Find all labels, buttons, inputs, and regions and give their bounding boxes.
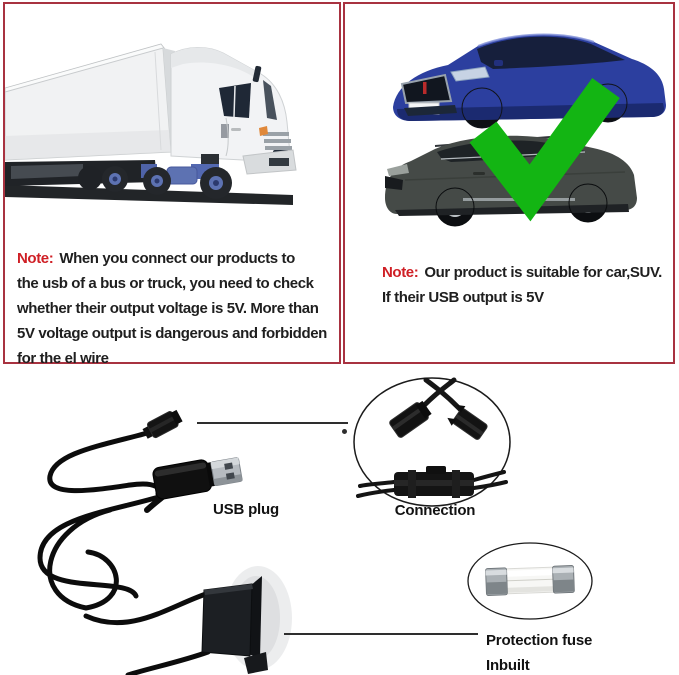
note-line: If their USB output is 5V — [382, 289, 544, 306]
fuse-leader-line — [284, 633, 478, 635]
usb-plug-icon — [143, 457, 243, 514]
note-line: for the el wire — [17, 350, 109, 367]
mated-connector-icon — [356, 466, 508, 498]
truck-illustration-icon — [5, 43, 297, 205]
leader-dot — [342, 429, 347, 434]
cars-illustration — [385, 33, 666, 227]
truck-panel: Note:When you connect our products to th… — [3, 2, 341, 367]
connection-label: Connection — [394, 502, 476, 519]
inverter-box-icon — [201, 566, 292, 674]
fuse-photo — [467, 542, 593, 620]
blue-sedan-icon — [393, 33, 666, 129]
note-prefix: Note: — [382, 264, 419, 281]
note-line: Note:When you connect our products to — [17, 250, 295, 267]
note-line: Note:Our product is suitable for car,SUV… — [382, 264, 662, 281]
sm-connector-icon — [142, 409, 183, 439]
car-note: Note:Our product is suitable for car,SUV… — [382, 260, 662, 310]
truck-shadow — [5, 185, 293, 205]
protection-fuse-label: Protection fuse Inbuilt — [486, 632, 593, 674]
car-panel: Note:Our product is suitable for car,SUV… — [343, 2, 675, 364]
connector-leader-line — [197, 422, 348, 424]
note-prefix: Note: — [17, 250, 54, 267]
usb-cable-photo — [37, 409, 292, 675]
check-icon — [469, 78, 620, 222]
note-line: whether their output voltage is 5V. More… — [17, 300, 319, 317]
note-line: the usb of a bus or truck, you need to c… — [17, 275, 314, 292]
note-line: 5V voltage output is dangerous and forbi… — [17, 325, 327, 342]
usb-plug-label: USB plug — [213, 501, 279, 518]
el-wire-tangle — [37, 429, 211, 675]
truck-note: Note:When you connect our products to th… — [17, 246, 327, 371]
glass-fuse-icon — [485, 565, 575, 596]
sm-plug-male-icon — [447, 404, 488, 440]
sm-plug-female-icon — [389, 400, 432, 438]
connection-photo — [353, 377, 511, 507]
